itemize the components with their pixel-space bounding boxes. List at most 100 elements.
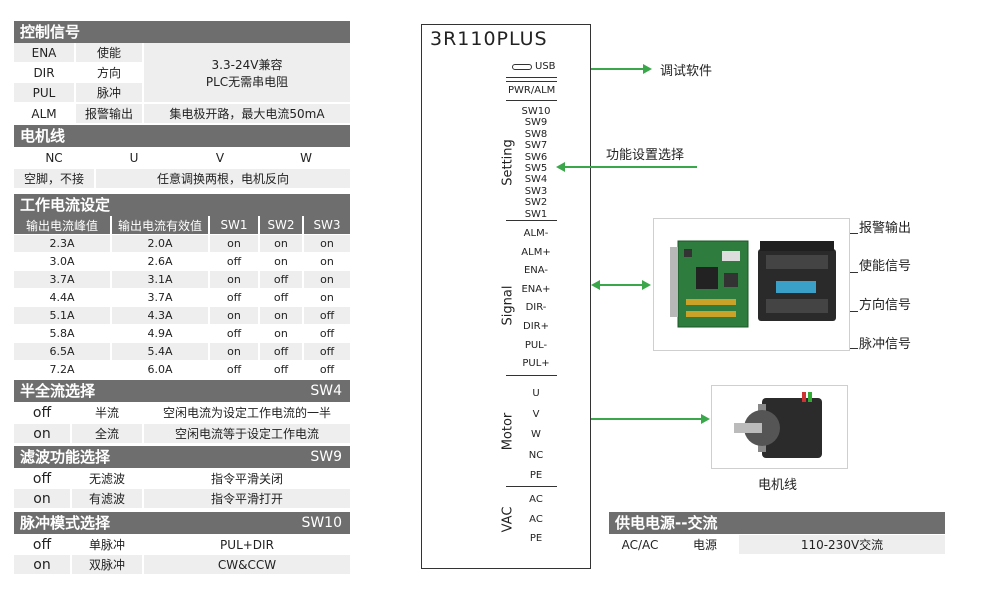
half-on-name: 全流 [72, 424, 142, 443]
alm-code: ALM [31, 106, 57, 121]
pulse-signal-label: 脉冲信号 [859, 337, 912, 352]
power-voltage: 110-230V交流 [739, 535, 945, 554]
direction-signal-label: 方向信号 [859, 298, 912, 313]
motor-pin-label: U [532, 388, 540, 399]
current-table-cell: on [210, 343, 258, 360]
section-control-signal: 控制信号 [14, 21, 350, 43]
current-header-cell: SW3 [304, 216, 350, 234]
motor-arrow-line [591, 418, 703, 420]
current-table-cell: 5.4A [112, 343, 208, 360]
half-off-desc: 空闲电流为设定工作电流的一半 [162, 406, 331, 420]
dir-name: 方向 [96, 66, 121, 80]
current-table-cell: 5.1A [14, 307, 110, 324]
current-table-cell: 5.8A [49, 327, 75, 340]
callout-line [850, 311, 858, 312]
current-table-cell: off [319, 363, 335, 376]
dip-switch-label: SW7 [524, 140, 548, 152]
filter-off-state: off [32, 470, 52, 487]
setting-label: Setting [500, 139, 516, 186]
current-table-cell: 3.7A [147, 291, 173, 304]
section-title: 工作电流设定 [20, 196, 111, 214]
section-filter: 滤波功能选择 SW9 [14, 446, 350, 468]
power-type: AC/AC [621, 537, 659, 552]
filter-on-state: on [14, 489, 70, 508]
dip-switch-label: SW6 [524, 151, 548, 163]
section-title: 半全流选择 [20, 382, 96, 400]
pin-w: W [300, 150, 312, 165]
alarm-out-label: 报警输出 [859, 221, 912, 236]
dip-switch-label: SW3 [524, 185, 548, 197]
signal-pin-label: DIR- [525, 302, 547, 314]
current-table-cell: off [273, 291, 289, 304]
arrow-left-icon [556, 162, 565, 172]
uvw-desc: 任意调换两根，电机反向 [96, 169, 350, 188]
current-table-cell: 6.5A [14, 343, 110, 360]
dip-switch-label: SW2 [524, 197, 548, 209]
vac-pin-label: PE [529, 533, 543, 544]
signal-pin-label: ALM- [523, 228, 549, 239]
divider [506, 220, 557, 221]
filter-off-name: 无滤波 [88, 472, 125, 486]
vac-label: VAC [500, 506, 516, 533]
current-table-cell: 4.3A [112, 307, 208, 324]
current-table-cell: off [226, 363, 242, 376]
divider [506, 100, 557, 101]
stepper-motor-icon [734, 392, 822, 458]
usb-port-icon [512, 64, 532, 70]
current-table-cell: off [319, 327, 335, 340]
section-power: 供电电源--交流 [609, 512, 945, 534]
plc-icon [758, 241, 836, 321]
dip-switch-label: SW9 [524, 117, 548, 129]
section-motor-line: 电机线 [14, 125, 350, 147]
motor-pin-label: NC [528, 449, 544, 461]
callout-line [850, 233, 858, 234]
ena-name: 使能 [76, 43, 142, 62]
motion-card-icon [670, 240, 749, 328]
current-table-cell: on [304, 271, 350, 288]
pulse-on-desc: CW&CCW [144, 555, 350, 574]
signal-pin-label: PUL- [524, 339, 548, 351]
current-header-cell: 输出电流峰值 [14, 216, 110, 234]
switch-code: SW4 [310, 383, 342, 399]
usb-label: USB [535, 61, 556, 72]
half-on-state: on [14, 424, 70, 443]
enable-signal-label: 使能信号 [859, 259, 912, 274]
vac-pin-label: AC [529, 494, 543, 505]
plc-line: PLC无需串电阻 [205, 74, 289, 89]
section-pulse-mode: 脉冲模式选择 SW10 [14, 512, 350, 534]
dip-switch-label: SW10 [521, 106, 551, 117]
current-table-cell: on [260, 235, 302, 252]
section-title: 电机线 [20, 127, 66, 145]
debug-software-label: 调试软件 [660, 64, 713, 79]
half-off-state: off [32, 404, 52, 421]
alm-name: 报警输出 [76, 104, 142, 123]
divider [506, 77, 557, 78]
switch-code: SW9 [310, 449, 342, 465]
motor-label: Motor [500, 412, 516, 451]
dip-switch-label: SW1 [524, 208, 548, 220]
driver-panel [421, 24, 591, 569]
current-table-cell: on [274, 255, 288, 268]
signal-arrow-line [598, 284, 644, 286]
divider [506, 486, 557, 487]
motor-pin-label: W [531, 429, 541, 440]
motor-pin-label: PE [529, 470, 543, 481]
current-table-cell: on [210, 271, 258, 288]
current-table-cell: 2.0A [112, 235, 208, 252]
signal-pin-label: DIR+ [523, 321, 549, 332]
current-table-cell: off [226, 255, 242, 268]
signal-label: Signal [500, 285, 516, 326]
pulse-off-desc: PUL+DIR [220, 537, 274, 552]
section-title: 脉冲模式选择 [20, 514, 111, 532]
arrow-right-icon [701, 414, 710, 424]
setting-arrow-line [563, 166, 697, 168]
vac-pin-label: AC [529, 513, 543, 525]
controller-image-frame [653, 218, 850, 351]
section-half-current: 半全流选择 SW4 [14, 380, 350, 402]
current-table-cell: off [260, 271, 302, 288]
current-table-cell: on [210, 235, 258, 252]
current-table-cell: 7.2A [49, 363, 75, 376]
filter-off-desc: 指令平滑关闭 [210, 472, 283, 486]
current-table-cell: 3.1A [112, 271, 208, 288]
current-table-cell: on [320, 255, 334, 268]
